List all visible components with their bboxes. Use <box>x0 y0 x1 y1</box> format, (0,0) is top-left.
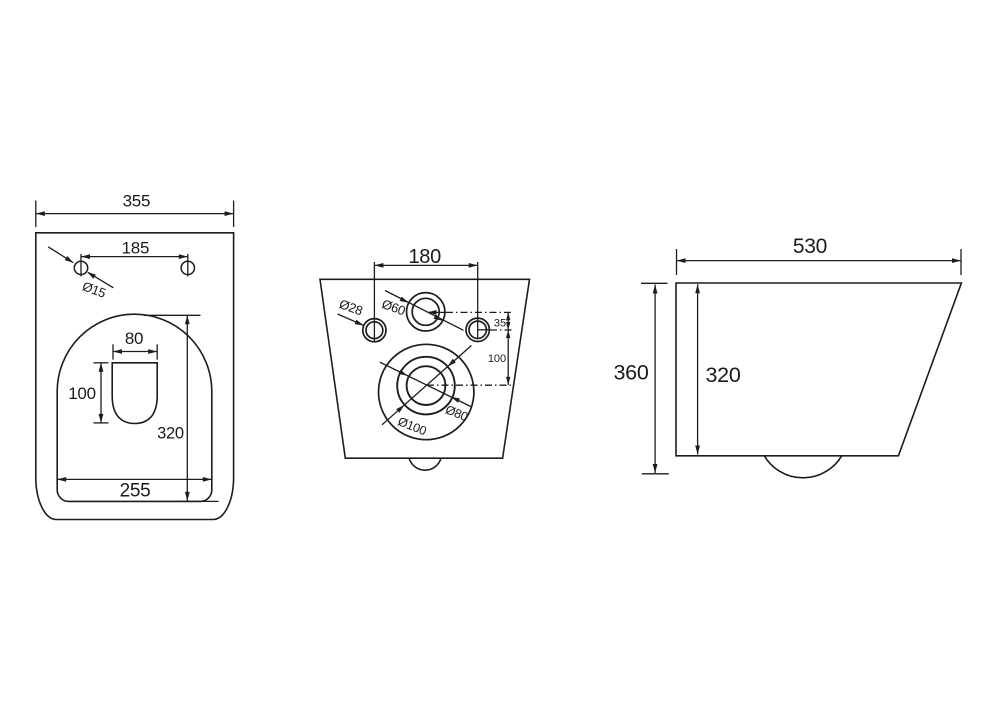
svg-text:80: 80 <box>125 329 143 348</box>
svg-text:180: 180 <box>408 246 441 268</box>
svg-text:320: 320 <box>157 424 184 442</box>
svg-text:320: 320 <box>706 363 741 387</box>
svg-text:255: 255 <box>120 480 151 501</box>
svg-text:185: 185 <box>122 238 149 257</box>
svg-text:355: 355 <box>123 191 150 210</box>
svg-text:100: 100 <box>68 384 95 403</box>
svg-text:35: 35 <box>494 317 506 329</box>
svg-text:100: 100 <box>488 353 506 365</box>
svg-text:360: 360 <box>614 361 649 385</box>
svg-text:530: 530 <box>793 235 827 258</box>
